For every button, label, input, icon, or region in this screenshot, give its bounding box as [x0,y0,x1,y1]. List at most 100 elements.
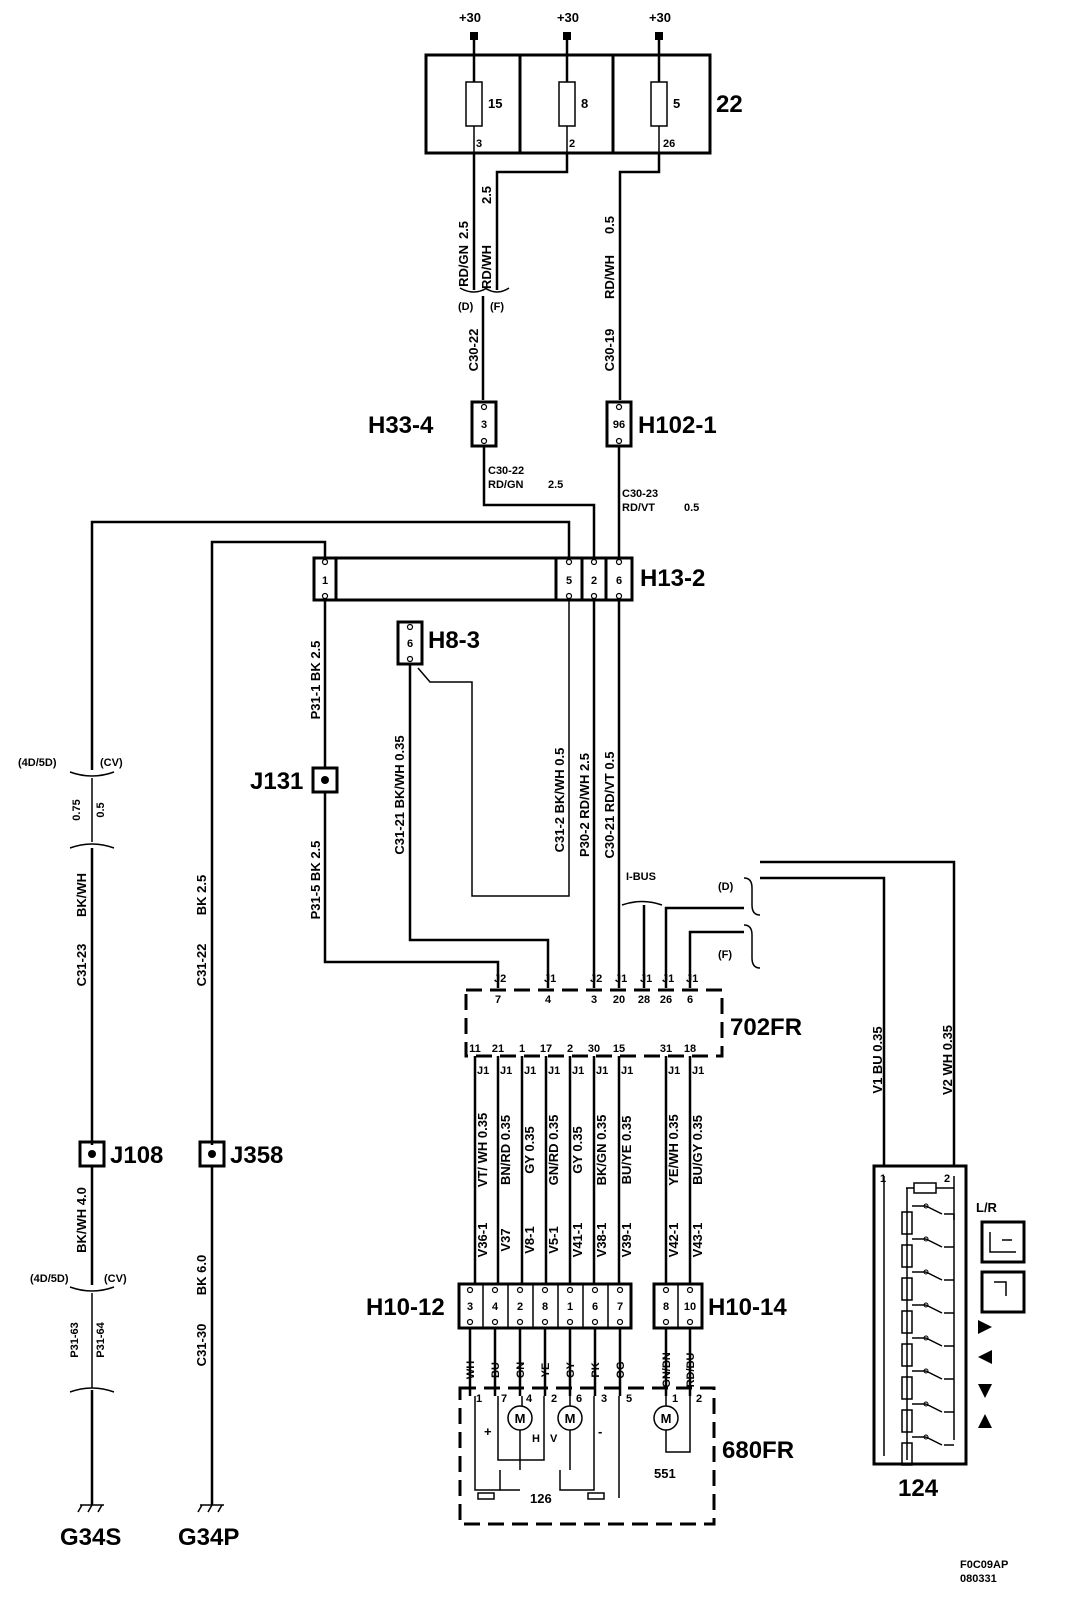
fuse-5-label: 5 [673,96,680,111]
connector-h33-4: 3 H33-4 [368,400,498,448]
702fr-top-pin: 6 [687,994,693,1006]
h10-12-pin-dot [566,1286,574,1294]
ladder-switch-icon [925,1370,943,1380]
lower-wire-code: V42-1 [666,1223,681,1258]
h10-12-pin: 6 [592,1301,598,1313]
702fr-bottom-conn: J1 [621,1065,633,1077]
h13-2-pin-5: 5 [566,575,572,587]
h8-3-pin: 6 [407,638,413,650]
lr-label: L/R [976,1200,998,1215]
c30-22-mid-code: C30-22 [488,465,524,477]
fuse-15-icon [465,81,483,127]
702fr-bottom-conn: J1 [692,1065,704,1077]
702fr-bottom-pin: 21 [492,1043,504,1055]
h10-12-pin: 7 [617,1301,623,1313]
left-feeds: (4D/5D) (CV) 0.75 0.5 BK/WH C31-23 BK 2.… [18,520,571,1145]
size-075: 0.75 [71,799,83,820]
c31-21-label: C31-21 BK/WH 0.35 [392,735,407,854]
batt-terminal-1 [470,32,478,40]
motor-wire-color: GY [565,1361,577,1378]
702fr-top-pin: 26 [660,994,672,1006]
splice-j358: J358 [198,1140,283,1169]
motor-wire-color: BU [490,1362,502,1378]
lower-4d5d-label: (4D/5D) [30,1273,69,1285]
p30-2-label: P30-2 RD/WH 2.5 [577,753,592,857]
battery-feeds: +30 +30 +30 [459,10,671,82]
lower-wire-color: BU/YE 0.35 [619,1116,634,1185]
702fr-top-pin: 4 [545,994,552,1006]
arrow-right-icon [978,1320,992,1334]
motor-wire-color: YE [540,1363,552,1378]
ground-g34s: G34S [60,1504,121,1551]
lower-wire-color: BK/GN 0.35 [594,1115,609,1186]
702fr-bottom-conn: J1 [596,1065,608,1077]
h10-14-pin-dot [662,1286,670,1294]
motor-unit-680fr: 680FR WH1BU7GN4YE2GY6PK3OG5GN/BN1RD/BU2 … [458,1352,794,1526]
batt-label-1: +30 [459,10,481,25]
w3-size: 0.5 [602,216,617,234]
702fr-bottom-conn: J1 [548,1065,560,1077]
h102-1-label: H102-1 [638,412,717,439]
c30-22-mid-color: RD/GN [488,479,524,491]
fuse-5-icon [650,81,668,127]
fuse-pin-26: 26 [663,138,675,150]
upper-4d5d-label: (4D/5D) [18,757,57,769]
h10-12-pin-dot [541,1286,549,1294]
v2-wire-label: V2 WH 0.35 [940,1025,955,1095]
ladder-switch-icon [925,1403,943,1413]
motor-v-label: V [550,1433,558,1445]
ladder-switch-icon [925,1304,943,1314]
c31-23-label: C31-23 [74,944,89,987]
motor-pin: 6 [576,1393,582,1405]
fuse-box-22: 15 8 5 3 2 26 22 [424,53,743,155]
702fr-top-pin: 20 [613,994,625,1006]
switch-unit-124: 1 2 124 L/R [872,1164,1026,1502]
702fr-bottom-pin: 31 [660,1043,672,1055]
h10-12-pin-dot [541,1318,549,1326]
bkwh-label-upper: BK/WH [74,873,89,917]
p31-1-label: P31-1 BK 2.5 [308,641,323,720]
lower-wire-color: YE/WH 0.35 [666,1114,681,1186]
c30-22-mid-size: 2.5 [548,479,563,491]
v1-wire-label: V1 BU 0.35 [870,1026,885,1093]
c30-23-mid-color: RD/VT [622,502,655,514]
motor-pin: 2 [551,1393,557,1405]
lower-wire-color: GY 0.35 [570,1126,585,1173]
c30-22-upper: C30-22 [466,329,481,372]
h10-14-label: H10-14 [708,1294,787,1321]
lower-wire-color: BU/GY 0.35 [690,1115,705,1185]
ladder-contact [923,1236,929,1242]
h102-1-pin: 96 [613,419,625,431]
702fr-top-conn: J1 [640,973,652,985]
c30-19-upper: C30-19 [602,329,617,372]
h10-12-pin-dot [516,1286,524,1294]
h10-14-pin: 8 [663,1301,669,1313]
h13-2-pin-1: 1 [322,575,328,587]
fuse-8-label: 8 [581,96,588,111]
motor-551-label: 551 [654,1466,676,1481]
c30-23-mid-code: C30-23 [622,488,658,500]
resistor-icon-1 [477,1492,495,1500]
ladder-switch-icon [925,1436,943,1446]
motor-h-m: M [515,1411,526,1426]
ground-wires: (4D/5D) (CV) BK/WH 4.0 P31-63 P31-64 BK … [30,1166,214,1505]
h8-3-label: H8-3 [428,627,480,654]
motor-pin: 1 [476,1393,482,1405]
fuse-8-icon [558,81,576,127]
fuse-box-id: 22 [716,91,743,118]
p31-64-label: P31-64 [95,1321,107,1357]
h10-12-pin-dot [616,1318,624,1326]
h10-12-pin: 4 [492,1301,499,1313]
mirror-right-icon [980,1270,1026,1314]
ground-g34p: G34P [178,1504,239,1551]
h10-12-pin: 3 [467,1301,473,1313]
arrow-left-icon [978,1350,992,1364]
h10-12-pin-dot [591,1286,599,1294]
ladder-contact [923,1335,929,1341]
